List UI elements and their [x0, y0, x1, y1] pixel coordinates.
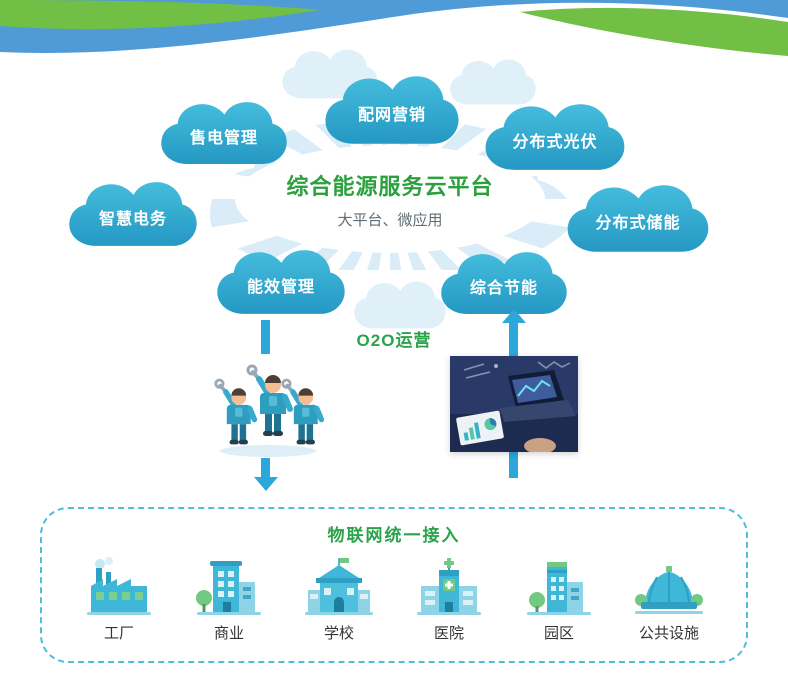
iot-title: 物联网统一接入: [327, 526, 461, 545]
decorative-waves: [0, 0, 788, 56]
cloud-distributed-storage: 分布式储能: [564, 183, 712, 254]
cloud-distributed-pv: 分布式光伏: [482, 102, 628, 172]
cloud-label: 分布式储能: [595, 215, 681, 232]
analytics-photo-image: [450, 356, 578, 452]
cloud-label: 分布式光伏: [512, 133, 598, 151]
cloud-smart-power: 智慧电务: [66, 180, 200, 248]
iot-item-school: 学校: [291, 556, 387, 643]
cloud-label: 售电管理: [189, 129, 258, 147]
decorative-cloud: [352, 280, 448, 330]
cloud-label: 能效管理: [246, 278, 315, 296]
hospital-icon: [417, 558, 481, 615]
iot-items-row: 工厂 商业: [42, 546, 746, 643]
factory-icon: [87, 557, 151, 615]
analytics-photo: [450, 356, 578, 452]
iot-item-label: 商业: [213, 625, 244, 642]
commerce-icon: [196, 561, 261, 615]
cloud-label: 智慧电务: [98, 210, 167, 228]
iot-item-commerce: 商业: [181, 556, 277, 643]
cloud-label: 配网营销: [357, 106, 426, 124]
iot-item-label: 公共设施: [638, 625, 699, 642]
iot-item-label: 医院: [433, 625, 464, 642]
school-icon: [305, 558, 373, 615]
cloud-electricity-sales: 售电管理: [158, 100, 290, 166]
workers-icon: [212, 354, 324, 457]
cloud-integrated-saving: 综合节能: [438, 250, 570, 316]
workers-illustration: [212, 354, 324, 458]
cloud-label: 综合节能: [469, 279, 538, 297]
cloud-energy-efficiency: 能效管理: [214, 248, 348, 316]
iot-item-public-facility: 公共设施: [621, 556, 717, 643]
iot-item-hospital: 医院: [401, 556, 497, 643]
platform-subtitle: 大平台、微应用: [337, 211, 443, 229]
cloud-distribution-marketing: 配网营销: [322, 74, 462, 146]
iot-item-label: 园区: [543, 625, 574, 642]
public-facility-icon: [635, 566, 703, 614]
iot-item-label: 工厂: [103, 625, 134, 642]
iot-access-panel: 物联网统一接入 工厂: [40, 507, 748, 663]
campus-icon: [527, 562, 591, 615]
iot-item-label: 学校: [323, 625, 354, 642]
platform-title: 综合能源服务云平台: [286, 173, 494, 199]
iot-item-factory: 工厂: [71, 556, 167, 643]
o2o-label: O2O运营: [356, 331, 432, 350]
iot-item-campus: 园区: [511, 556, 607, 643]
